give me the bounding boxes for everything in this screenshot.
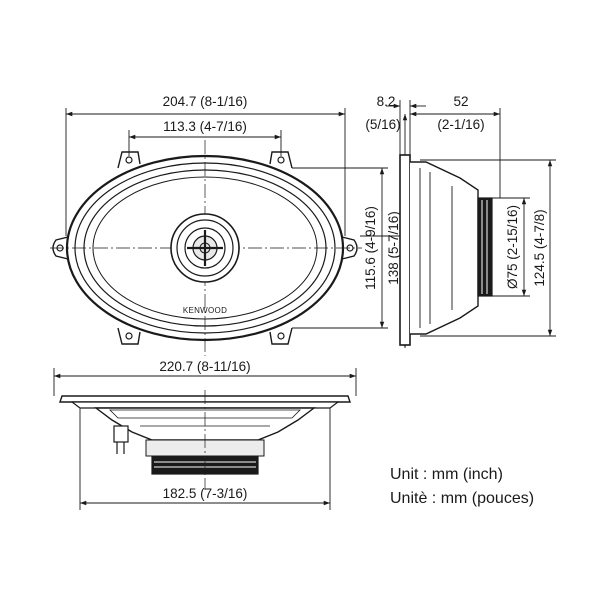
bottom-view <box>59 390 351 490</box>
unit-note-english: Unit : mm (inch) <box>390 466 503 483</box>
front-view <box>50 140 362 356</box>
dim-flange-depth-in: (5/16) <box>365 117 400 132</box>
dim-overall-height: 138 (5-7/16) <box>386 211 401 285</box>
speaker-terminal <box>113 425 129 454</box>
side-magnet <box>477 197 493 297</box>
dim-mount-depth-mm: 52 <box>453 94 468 109</box>
dim-mount-hole-spacing: 113.3 (4-7/16) <box>163 119 247 134</box>
mounting-ear-bottom-left <box>117 327 141 345</box>
dim-magnet-diameter: Ø75 (2-15/16) <box>505 205 520 289</box>
unit-note-french: Unitè : mm (pouces) <box>390 490 535 507</box>
bottom-dimension-lines <box>53 368 357 510</box>
side-dimension-lines <box>386 100 556 337</box>
side-flange <box>399 154 411 346</box>
mounting-ear-top-right <box>269 151 293 169</box>
dim-flange-depth-mm: 8.2 <box>377 94 396 109</box>
dim-cutout-width: 182.5 (7-3/16) <box>163 486 248 501</box>
mounting-ear-top-left <box>117 151 141 169</box>
dim-basket-height: 124.5 (4-7/8) <box>532 209 547 286</box>
side-view <box>399 154 493 346</box>
dim-mount-height: 115.6 (4-9/16) <box>363 206 378 290</box>
tweeter-assembly <box>170 213 240 283</box>
dim-flange-width: 220.7 (8-11/16) <box>159 359 250 374</box>
dim-front-width: 204.7 (8-1/16) <box>163 94 248 109</box>
dim-mount-depth-in: (2-1/16) <box>437 117 484 132</box>
front-dimension-lines <box>65 108 408 348</box>
mounting-ear-bottom-right <box>269 327 293 345</box>
brand-logo: KENWOOD <box>183 306 227 315</box>
